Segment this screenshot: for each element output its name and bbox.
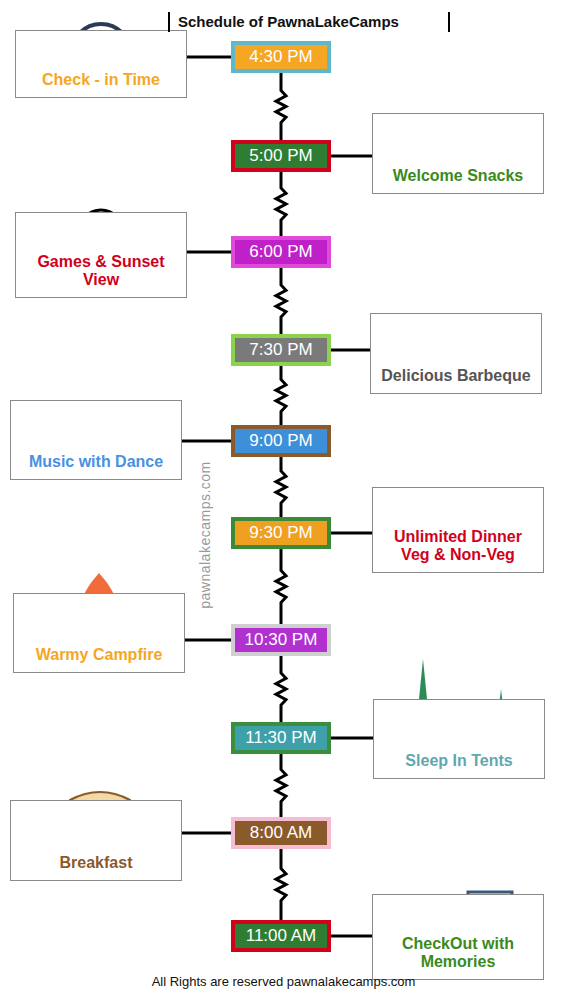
timeline-connector: [331, 155, 372, 158]
timeline-connector: [276, 73, 286, 140]
timeline-connector: [331, 737, 373, 740]
activity-label: Check - in Time: [42, 71, 160, 89]
timeline-connector: [187, 56, 231, 59]
activity-box: CheckOut with Memories: [372, 894, 544, 980]
time-pill: 7:30 PM: [231, 334, 331, 366]
time-label: 9:00 PM: [249, 431, 312, 451]
timeline-connector: [276, 754, 286, 817]
activity-label: Warmy Campfire: [36, 646, 163, 664]
timeline-connector: [182, 440, 231, 443]
activity-box: Unlimited Dinner Veg & Non-Veg: [372, 487, 544, 573]
time-pill: 10:30 PM: [231, 624, 331, 656]
activity-box: Games & Sunset View: [15, 212, 187, 298]
timeline-connector: [331, 935, 372, 938]
time-pill: 6:00 PM: [231, 236, 331, 268]
timeline-connector: [276, 268, 286, 334]
time-label: 9:30 PM: [249, 523, 312, 543]
activity-label: Welcome Snacks: [393, 167, 523, 185]
timeline-connector: [276, 172, 286, 236]
time-pill: 4:30 PM: [231, 41, 331, 73]
timeline-connector: [182, 832, 231, 835]
activity-label: Breakfast: [60, 854, 133, 872]
timeline-connector: [276, 366, 286, 425]
time-pill: 11:30 PM: [231, 722, 331, 754]
activity-box: Welcome Snacks: [372, 113, 544, 194]
timeline-connector: [276, 656, 286, 722]
activity-box: Music with Dance: [10, 400, 182, 480]
time-label: 4:30 PM: [249, 47, 312, 67]
timeline-connector: [187, 251, 231, 254]
time-pill: 9:30 PM: [231, 517, 331, 549]
timeline-connector: [276, 457, 286, 517]
time-pill: 5:00 PM: [231, 140, 331, 172]
timeline-connector: [331, 532, 372, 535]
copyright-caption: All Rights are reserved pawnalakecamps.c…: [0, 974, 567, 989]
time-pill: 11:00 AM: [231, 920, 331, 952]
time-label: 5:00 PM: [249, 146, 312, 166]
activity-box: Check - in Time: [15, 30, 187, 98]
watermark: pawnalakecamps.com: [197, 461, 213, 609]
timeline-connector: [185, 639, 231, 642]
page-title: Schedule of PawnaLakeCamps: [168, 12, 450, 32]
activity-label: Unlimited Dinner Veg & Non-Veg: [379, 528, 537, 564]
activity-box: Delicious Barbeque: [370, 313, 542, 394]
time-label: 11:30 PM: [245, 728, 317, 748]
time-pill: 9:00 PM: [231, 425, 331, 457]
time-label: 11:00 AM: [246, 926, 317, 946]
timeline-connector: [331, 349, 370, 352]
timeline-connector: [276, 549, 286, 624]
time-label: 6:00 PM: [249, 242, 312, 262]
activity-label: Games & Sunset View: [22, 253, 180, 289]
activity-box: Warmy Campfire: [13, 593, 185, 673]
time-label: 8:00 AM: [250, 823, 312, 843]
activity-label: Music with Dance: [29, 453, 163, 471]
time-pill: 8:00 AM: [231, 817, 331, 849]
activity-box: Sleep In Tents: [373, 699, 545, 779]
time-label: 7:30 PM: [249, 340, 312, 360]
activity-box: Breakfast: [10, 800, 182, 881]
activity-label: Delicious Barbeque: [381, 367, 530, 385]
timeline-connector: [276, 849, 286, 920]
time-label: 10:30 PM: [245, 630, 318, 650]
activity-label: Sleep In Tents: [405, 752, 512, 770]
activity-label: CheckOut with Memories: [379, 935, 537, 971]
